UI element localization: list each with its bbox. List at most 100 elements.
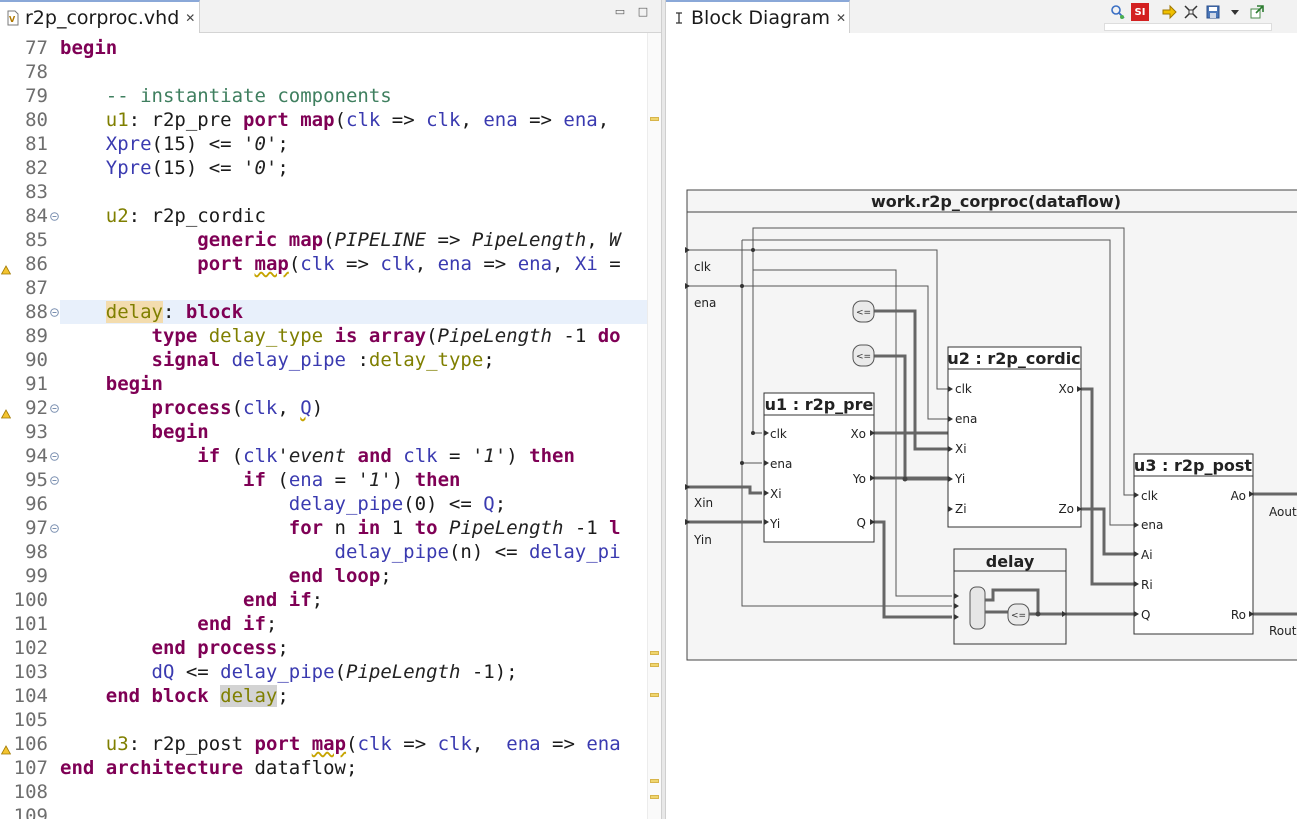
warning-icon[interactable] <box>0 740 12 755</box>
fold-toggle-icon[interactable] <box>50 404 59 413</box>
port-label: ena <box>770 457 792 471</box>
diagram-tab-bar: Block Diagram ✕ SI <box>666 0 1297 33</box>
line-number: 84 <box>25 205 48 227</box>
line-number: 100 <box>13 589 48 611</box>
code-line[interactable]: end process; <box>151 637 289 659</box>
port-aout-label: Aout <box>1269 505 1297 519</box>
fold-toggle-icon[interactable] <box>50 308 59 317</box>
line-number: 96 <box>25 493 48 515</box>
fold-toggle-icon[interactable] <box>50 212 59 221</box>
code-line[interactable]: delay_pipe(0) <= Q; <box>288 493 507 515</box>
overview-ruler[interactable] <box>647 33 661 819</box>
code-line[interactable]: process(clk, Q) <box>151 397 324 419</box>
port-label: clk <box>1141 489 1158 503</box>
tab-block-diagram[interactable]: Block Diagram ✕ <box>666 0 850 33</box>
code-line[interactable]: end loop; <box>288 565 392 587</box>
warning-icon[interactable] <box>0 404 12 419</box>
code-line[interactable]: end if; <box>243 589 324 611</box>
block-u3-r2p-post[interactable]: u3 : r2p_post clk ena Ai Ri Q Ao Ro <box>1133 453 1254 635</box>
code-line[interactable]: begin <box>105 373 163 395</box>
diagram-canvas[interactable]: work.r2p_corproc(dataflow) <box>666 33 1297 819</box>
fit-to-window-icon[interactable] <box>1182 3 1200 21</box>
overview-marker[interactable] <box>650 117 659 121</box>
port-label: Zi <box>955 502 967 516</box>
code-line[interactable]: Ypre(15) <= '0'; <box>105 157 289 179</box>
code-line[interactable]: signal delay_pipe :delay_type; <box>151 349 495 371</box>
block-u2-r2p-cordic[interactable]: u2 : r2p_cordic clk ena Xi Yi Zi Xo Zo <box>947 346 1082 528</box>
line-number: 77 <box>25 37 48 59</box>
constant-node[interactable]: <= <box>852 344 875 367</box>
overview-marker[interactable] <box>650 795 659 799</box>
block-title: u1 : r2p_pre <box>765 395 874 414</box>
code-line[interactable]: u1: r2p_pre port map(clk => clk, ena => … <box>105 109 610 131</box>
close-icon[interactable]: ✕ <box>836 10 847 25</box>
code-line[interactable]: if (ena = '1') then <box>243 469 461 491</box>
line-number: 86 <box>25 253 48 275</box>
port-label: Yi <box>769 517 780 531</box>
port-label: ena <box>955 412 977 426</box>
line-number: 98 <box>25 541 48 563</box>
line-number: 79 <box>25 85 48 107</box>
forward-arrow-icon[interactable] <box>1160 3 1178 21</box>
code-area[interactable]: begin -- instantiate components u1: r2p_… <box>60 33 647 819</box>
line-number: 92 <box>25 397 48 419</box>
code-line[interactable]: end architecture dataflow; <box>60 757 358 779</box>
fold-toggle-icon[interactable] <box>50 452 59 461</box>
overview-marker[interactable] <box>650 651 659 655</box>
diagram-settings-icon[interactable] <box>1109 3 1127 21</box>
process-node[interactable] <box>969 586 986 630</box>
fold-toggle-icon[interactable] <box>50 476 59 485</box>
vhdl-file-icon: V <box>4 9 22 27</box>
overview-marker[interactable] <box>650 663 659 667</box>
code-line[interactable]: end if; <box>197 613 278 635</box>
code-line[interactable]: port map(clk => clk, ena => ena, Xi = <box>197 253 621 275</box>
tab-title: r2p_corproc.vhd <box>25 6 180 29</box>
code-line[interactable]: delay: block <box>60 300 647 324</box>
code-line[interactable]: generic map(PIPELINE => PipeLength, W <box>197 229 621 251</box>
pane-splitter[interactable] <box>661 0 666 819</box>
overview-marker[interactable] <box>650 779 659 783</box>
line-number: 78 <box>25 61 48 83</box>
tab-r2p-corproc-vhd[interactable]: V r2p_corproc.vhd ✕ <box>0 0 200 33</box>
line-number: 102 <box>13 637 48 659</box>
port-label: ena <box>1141 518 1163 532</box>
code-line[interactable]: -- instantiate components <box>105 85 392 107</box>
save-icon[interactable] <box>1204 3 1222 21</box>
line-number: 83 <box>25 181 48 203</box>
code-line[interactable]: if (clk'event and clk = '1') then <box>197 445 575 467</box>
port-label: Ai <box>1141 548 1153 562</box>
code-line[interactable]: Xpre(15) <= '0'; <box>105 133 289 155</box>
line-number: 82 <box>25 157 48 179</box>
code-line[interactable]: u2: r2p_cordic <box>105 205 266 227</box>
code-line[interactable]: u3: r2p_post port map(clk => clk, ena =>… <box>105 733 621 755</box>
code-line[interactable]: for n in 1 to PipeLength -1 l <box>288 517 621 539</box>
stop-icon[interactable]: SI <box>1131 3 1149 21</box>
code-line[interactable]: delay_pipe(n) <= delay_pi <box>334 541 621 563</box>
line-number: 85 <box>25 229 48 251</box>
toolbar-search-field[interactable] <box>1104 23 1272 31</box>
warning-icon[interactable] <box>0 260 12 275</box>
code-line[interactable]: end block delay; <box>105 685 289 707</box>
line-number: 109 <box>13 805 48 819</box>
fold-toggle-icon[interactable] <box>50 524 59 533</box>
code-line[interactable]: begin <box>151 421 209 443</box>
overview-marker[interactable] <box>650 693 659 697</box>
export-icon[interactable] <box>1248 3 1266 21</box>
block-diagram-view[interactable]: Block Diagram ✕ SI <box>666 0 1297 819</box>
block-diagram-icon <box>670 9 688 27</box>
code-line[interactable]: dQ <= delay_pipe(PipeLength -1); <box>151 661 518 683</box>
line-number: 95 <box>25 469 48 491</box>
line-number: 93 <box>25 421 48 443</box>
block-u1-r2p-pre[interactable]: u1 : r2p_pre clk ena Xi Yi Xo Yo Q <box>763 392 875 543</box>
minimize-icon[interactable]: ▭ <box>614 5 626 18</box>
maximize-icon[interactable]: □ <box>637 5 649 18</box>
constant-node[interactable]: <= <box>852 300 875 323</box>
thin-nets <box>687 227 1134 607</box>
code-line[interactable]: begin <box>60 37 118 59</box>
code-line[interactable]: type delay_type is array(PipeLength -1 d… <box>151 325 621 347</box>
block-delay[interactable]: delay <= <box>953 548 1067 645</box>
dropdown-arrow-icon[interactable] <box>1226 3 1244 21</box>
close-icon[interactable]: ✕ <box>185 10 196 25</box>
port-clk-label: clk <box>694 260 711 274</box>
